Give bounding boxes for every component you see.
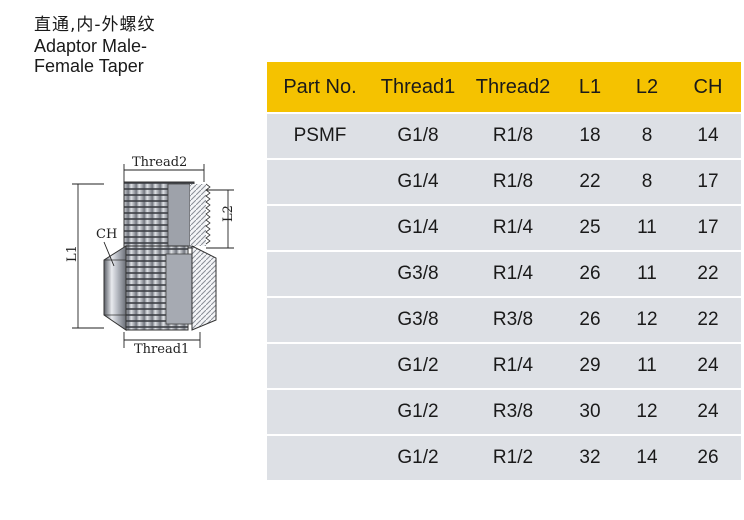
cell-l2: 11 [619, 250, 675, 297]
cell-thread1: G1/2 [371, 388, 465, 435]
header-thread2: Thread2 [465, 62, 561, 113]
cell-part-no [267, 296, 371, 343]
cell-ch: 22 [675, 296, 741, 343]
hex-body [103, 245, 217, 331]
cell-l2: 14 [619, 434, 675, 480]
cell-thread2: R1/4 [465, 250, 561, 297]
cell-thread1: G1/2 [371, 342, 465, 389]
thread2-label: Thread2 [132, 155, 187, 170]
cell-thread2: R1/4 [465, 342, 561, 389]
cell-thread1: G1/4 [371, 158, 465, 205]
header-part-no: Part No. [267, 62, 371, 113]
table-row: G1/2 R1/4 29 11 24 [267, 342, 741, 389]
dimension-labels: Thread2 Thread1 CH L1 L2 [65, 155, 236, 355]
cell-l1: 30 [561, 388, 619, 435]
cell-part-no [267, 434, 371, 480]
header-l2: L2 [619, 62, 675, 113]
cell-part-no [267, 342, 371, 389]
cell-thread2: R3/8 [465, 296, 561, 343]
cell-ch: 22 [675, 250, 741, 297]
cell-l1: 32 [561, 434, 619, 480]
cell-ch: 17 [675, 158, 741, 205]
ch-label: CH [96, 227, 117, 242]
cell-thread1: G1/8 [371, 112, 465, 159]
cell-ch: 24 [675, 342, 741, 389]
header-thread1: Thread1 [371, 62, 465, 113]
cell-l1: 29 [561, 342, 619, 389]
cell-thread2: R1/8 [465, 158, 561, 205]
cell-l1: 22 [561, 158, 619, 205]
cell-l1: 26 [561, 296, 619, 343]
cell-l2: 12 [619, 388, 675, 435]
cell-l2: 12 [619, 296, 675, 343]
cell-part-no [267, 204, 371, 251]
l1-label: L1 [65, 245, 80, 262]
title-block: 直通,内-外螺纹 Adaptor Male- Female Taper [34, 14, 254, 76]
thread1-label: Thread1 [134, 342, 189, 355]
cell-thread2: R3/8 [465, 388, 561, 435]
cell-thread2: R1/8 [465, 112, 561, 159]
cell-ch: 17 [675, 204, 741, 251]
cell-thread1: G1/2 [371, 434, 465, 480]
table-row: G1/2 R1/2 32 14 26 [267, 434, 741, 480]
table-row: PSMF G1/8 R1/8 18 8 14 [267, 112, 741, 159]
male-thread [123, 181, 211, 249]
cell-l2: 11 [619, 342, 675, 389]
cell-l2: 8 [619, 112, 675, 159]
cell-thread1: G3/8 [371, 250, 465, 297]
cell-part-no: PSMF [267, 112, 371, 159]
cell-l1: 25 [561, 204, 619, 251]
cell-part-no [267, 250, 371, 297]
cell-thread2: R1/2 [465, 434, 561, 480]
table-row: G3/8 R3/8 26 12 22 [267, 296, 741, 343]
cell-ch: 24 [675, 388, 741, 435]
table-row: G1/4 R1/4 25 11 17 [267, 204, 741, 251]
cell-thread1: G1/4 [371, 204, 465, 251]
cell-thread2: R1/4 [465, 204, 561, 251]
cell-l1: 18 [561, 112, 619, 159]
table-row: G3/8 R1/4 26 11 22 [267, 250, 741, 297]
cell-part-no [267, 388, 371, 435]
cell-l2: 11 [619, 204, 675, 251]
table-row: G1/2 R3/8 30 12 24 [267, 388, 741, 435]
table-row: G1/4 R1/8 22 8 17 [267, 158, 741, 205]
dimension-lines [72, 164, 234, 348]
title-english-line1: Adaptor Male- [34, 36, 148, 56]
cell-ch: 14 [675, 112, 741, 159]
header-ch: CH [675, 62, 741, 113]
table-header-row: Part No. Thread1 Thread2 L1 L2 CH [267, 62, 741, 113]
cell-ch: 26 [675, 434, 741, 480]
cell-part-no [267, 158, 371, 205]
adaptor-drawing: Thread2 Thread1 CH L1 L2 [65, 155, 236, 355]
title-chinese: 直通,内-外螺纹 [34, 15, 156, 35]
cell-l1: 26 [561, 250, 619, 297]
cell-thread1: G3/8 [371, 296, 465, 343]
spec-table: Part No. Thread1 Thread2 L1 L2 CH PSMF G… [267, 62, 741, 480]
title-english-line2: Female Taper [34, 56, 144, 76]
l2-label: L2 [221, 205, 236, 222]
cell-l2: 8 [619, 158, 675, 205]
header-l1: L1 [561, 62, 619, 113]
